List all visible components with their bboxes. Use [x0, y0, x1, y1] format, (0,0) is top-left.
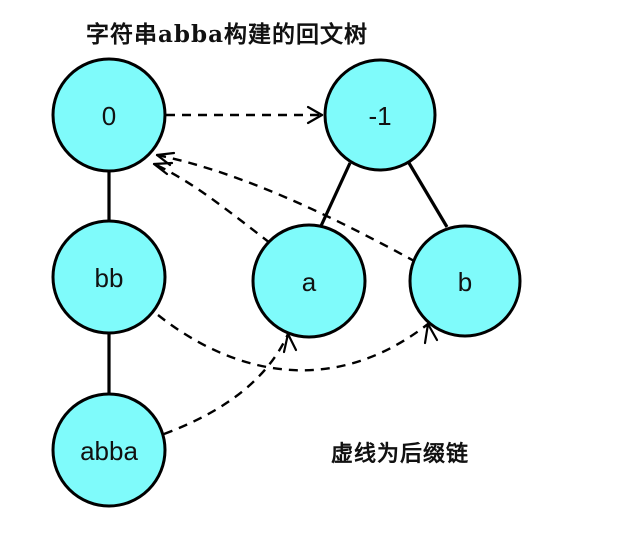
legend-caption: 虚线为后缀链 [331, 441, 469, 467]
suffix-link-a-to-0-arrowhead [152, 161, 174, 176]
node-b[interactable]: b [408, 224, 522, 338]
suffix-link-bb-to-b-arrowhead [423, 322, 439, 345]
suffix-link-a-to-0 [153, 162, 271, 244]
diagram-title: 字符串abba构建的回文树 [86, 21, 368, 48]
tree-edges-group [107, 162, 449, 394]
node-abba-label: abba [80, 436, 138, 466]
node-bb-label: bb [95, 263, 124, 293]
node-rootm1-label: -1 [368, 101, 391, 131]
node-b-label: b [458, 267, 472, 297]
node-abba-circle[interactable] [51, 392, 167, 508]
node-root0[interactable]: 0 [51, 57, 167, 173]
suffix-link-b-to-0 [156, 153, 417, 264]
suffix-link-0-to-m1-arrowhead [306, 105, 324, 125]
node-root0-label: 0 [102, 101, 116, 131]
node-a[interactable]: a [251, 223, 367, 339]
suffix-link-abba-to-a [163, 333, 290, 436]
nodes-group: 0 -1 bb a b abba [51, 57, 522, 508]
node-a-circle[interactable] [251, 223, 367, 339]
node-rootm1-circle[interactable] [323, 58, 437, 172]
node-bb-circle[interactable] [51, 219, 167, 335]
node-bb[interactable]: bb [51, 219, 167, 335]
node-root0-circle[interactable] [51, 57, 167, 173]
tree-edge-m1-to-b [407, 162, 449, 228]
suffix-link-abba-to-a-arrowhead [282, 332, 298, 354]
node-a-label: a [302, 267, 317, 297]
node-b-circle[interactable] [408, 224, 522, 338]
node-rootm1[interactable]: -1 [323, 58, 437, 172]
suffix-link-bb-to-b [157, 314, 429, 372]
suffix-links-group [152, 105, 439, 436]
node-abba[interactable]: abba [51, 392, 167, 508]
